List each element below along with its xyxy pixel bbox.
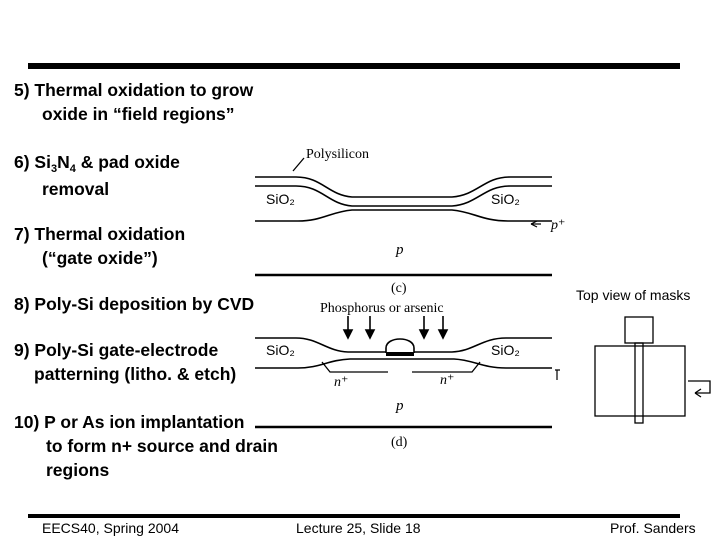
step-7-line2: (“gate oxide”) — [42, 248, 158, 268]
step-9-line2: patterning (litho. & etch) — [34, 364, 237, 384]
step-5-line1: 5) Thermal oxidation to grow — [14, 80, 254, 100]
p-plus-arrow — [530, 220, 538, 228]
active-area-mask — [594, 345, 686, 417]
caption-d: (d) — [391, 435, 408, 450]
p-label-c: p — [395, 242, 404, 258]
sio2-left-label-c: SiO₂ — [266, 191, 295, 207]
footer-course: EECS40, Spring 2004 — [42, 520, 179, 536]
mask-arrow-head — [694, 388, 702, 398]
step-9: 9) Poly-Si gate-electrode patterning (li… — [14, 338, 236, 386]
step-5: 5) Thermal oxidation to grow oxide in “f… — [14, 78, 253, 126]
p-plus-label-c: p⁺ — [550, 218, 565, 233]
step-10-line2: to form n+ source and drain — [46, 436, 278, 456]
footer-rule — [28, 514, 680, 518]
step-10-line3: regions — [46, 460, 110, 480]
title-rule — [28, 63, 680, 69]
mask-diagram — [594, 316, 711, 424]
sio2-right-label-c: SiO₂ — [491, 191, 520, 207]
n-plus-left-boundary — [321, 361, 388, 373]
step-7-line1: 7) Thermal oxidation — [14, 224, 186, 244]
step-9-line1: 9) Poly-Si gate-electrode — [14, 340, 219, 360]
sio2-right-label-d: SiO₂ — [491, 342, 520, 358]
n-plus-left-label: n⁺ — [334, 375, 348, 390]
polysilicon-label: Polysilicon — [306, 147, 369, 162]
oxide-top-line — [255, 185, 552, 207]
oxide-top-right-d — [414, 337, 552, 353]
step-7: 7) Thermal oxidation (“gate oxide”) — [14, 222, 185, 270]
step-8: 8) Poly-Si deposition by CVD — [14, 292, 254, 316]
polysilicon-pointer — [292, 157, 305, 172]
step-6-line2: removal — [42, 179, 110, 199]
step-5-line2: oxide in “field regions” — [42, 104, 235, 124]
n-plus-right-boundary — [412, 361, 481, 373]
p-plus-marker-d — [555, 369, 560, 380]
footer-slide-number: Lecture 25, Slide 18 — [296, 520, 421, 536]
n-plus-right-label: n⁺ — [440, 373, 454, 388]
poly-gate — [385, 338, 415, 353]
step-6-line1: 6) Si3N4 & pad oxide — [14, 152, 180, 175]
oxide-bottom-line — [255, 209, 552, 222]
gate-contact-pad — [624, 316, 654, 344]
step-8-line1: 8) Poly-Si deposition by CVD — [14, 294, 255, 314]
figure-d — [255, 337, 552, 429]
sio2-left-label-d: SiO₂ — [266, 342, 295, 358]
dopant-label: Phosphorus or arsenic — [320, 301, 444, 316]
oxide-top-left-d — [255, 337, 386, 353]
oxide-bottom-d — [255, 358, 552, 369]
footer-author: Prof. Sanders — [610, 520, 696, 536]
gate-finger — [634, 342, 644, 424]
step-10-line1: 10) P or As ion implantation — [14, 412, 245, 432]
gate-oxide-strip — [386, 352, 414, 356]
p-label-d: p — [395, 398, 404, 414]
mask-title: Top view of masks — [576, 287, 690, 303]
implant-arrows — [342, 316, 449, 340]
mask-arrow-stem — [688, 380, 711, 394]
step-10: 10) P or As ion implantation to form n+ … — [14, 410, 278, 482]
figure-c — [255, 157, 552, 277]
step-6: 6) Si3N4 & pad oxide removal — [14, 150, 180, 201]
polysilicon-top-line — [255, 176, 552, 198]
caption-c: (c) — [391, 281, 407, 296]
